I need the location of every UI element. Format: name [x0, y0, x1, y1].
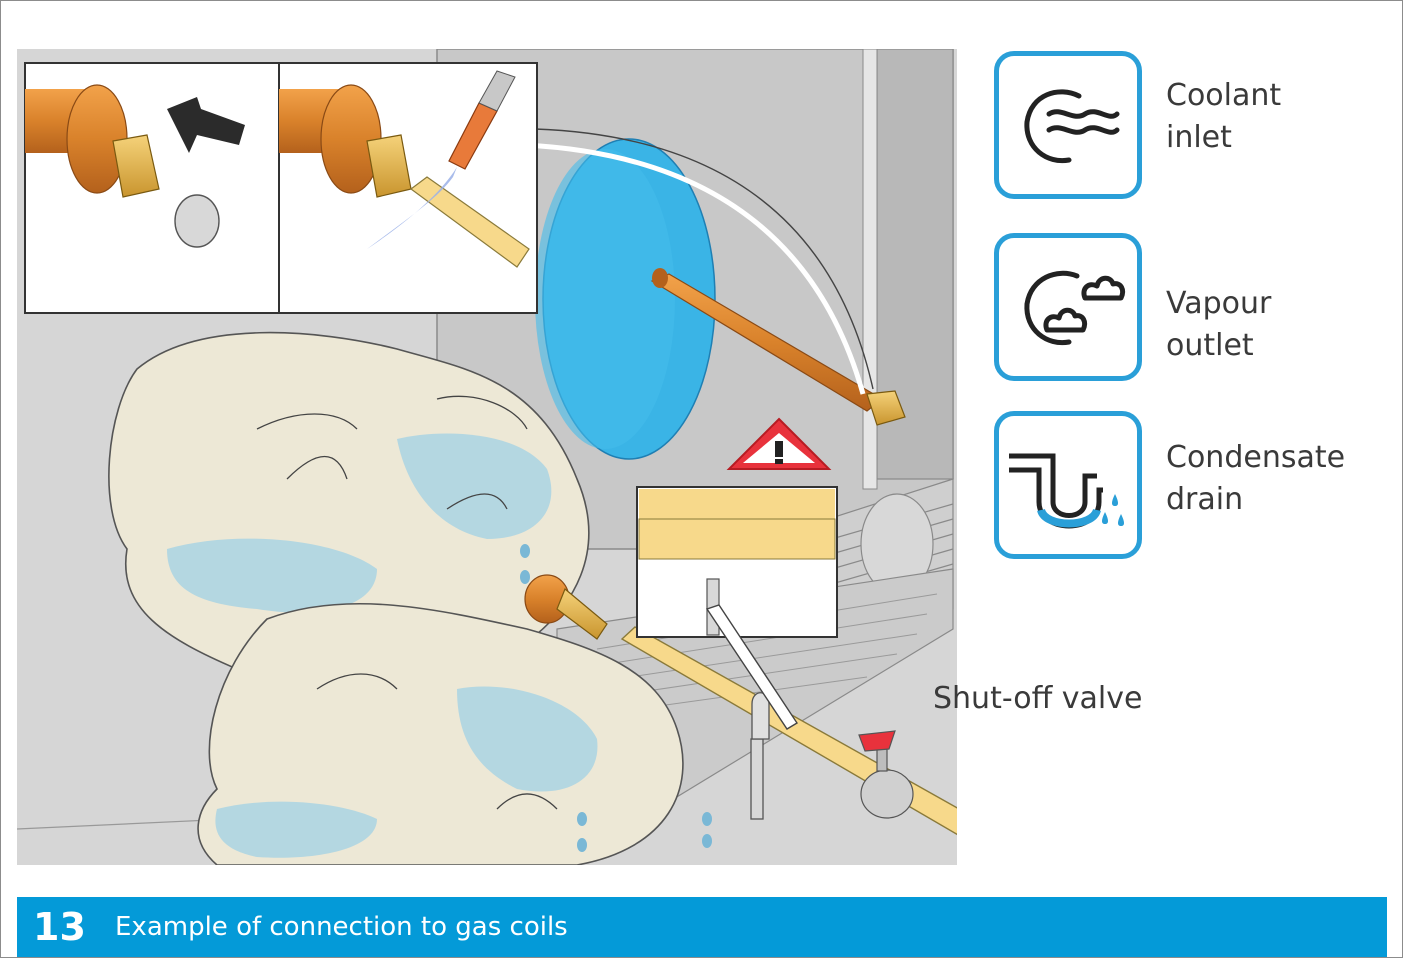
legend-condensate-drain: Condensate drain: [994, 411, 1142, 559]
figure-number: 13: [17, 905, 115, 949]
inset-brazing: [279, 63, 537, 313]
legend-coolant-inlet: Coolant inlet: [994, 51, 1142, 199]
legend-label-vapour-outlet: Vapour outlet: [1166, 283, 1271, 367]
condensate-drain-icon: [994, 411, 1142, 559]
legend-label-condensate-drain: Condensate drain: [1166, 437, 1366, 521]
figure-title: Example of connection to gas coils: [115, 912, 568, 942]
shut-off-valve-label: Shut-off valve: [933, 681, 1142, 716]
coolant-inlet-icon: [994, 51, 1142, 199]
vapour-outlet-icon: [994, 233, 1142, 381]
figure-caption: 13 Example of connection to gas coils: [17, 897, 1387, 957]
inset-remove-cap: [25, 63, 281, 313]
legend-label-coolant-inlet: Coolant inlet: [1166, 75, 1281, 159]
legend-vapour-outlet: Vapour outlet: [994, 233, 1142, 381]
connection-illustration: [17, 49, 957, 865]
